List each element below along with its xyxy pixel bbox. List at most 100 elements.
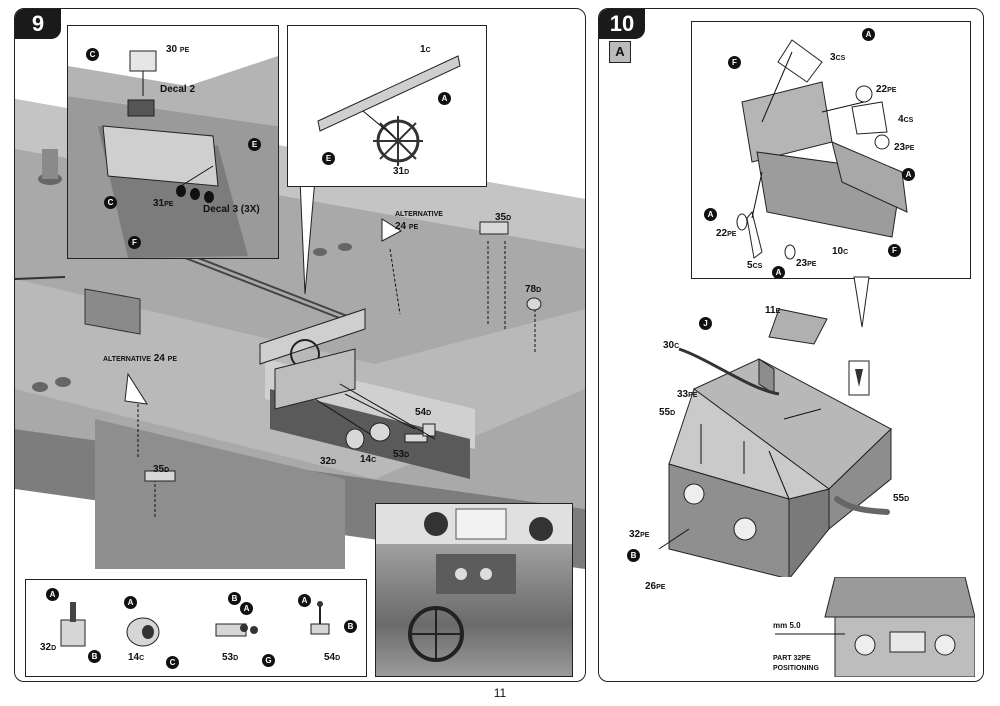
part-55d-left-suffix: D [670, 410, 676, 417]
cabin-main-illustration [658, 276, 892, 581]
step-9-cockpit-inset: 30 PE Decal 2 31PE Decal 3 (3X) C E C F [67, 25, 279, 259]
part-53d-suffix: D [404, 452, 410, 459]
step-9-parts-inset: A B 32D A C 14C B A G 53D A B 54D [25, 579, 367, 677]
part-53d-inset-suffix: D [233, 655, 239, 662]
callout-a: A [902, 168, 915, 181]
part-24pe-left-suffix: PE [167, 356, 177, 363]
callout-f: F [888, 244, 901, 257]
part-30pe-label: 30 [166, 44, 178, 55]
cabin-inset-drawing [736, 39, 908, 260]
cockpit-reference-photo [375, 503, 573, 677]
part-54d-label: 54 [415, 407, 427, 418]
part-23pe-a-suffix: PE [905, 145, 915, 152]
callout-e: E [322, 152, 335, 165]
callout-c-top: C [86, 48, 99, 61]
part-10c-label: 10 [832, 246, 844, 257]
part-31pe-suffix: PE [164, 201, 174, 208]
part-22pe-b-label: 22 [716, 228, 728, 239]
part-78d-label: 78 [525, 284, 537, 295]
measurement-label: mm 5.0 [773, 621, 801, 630]
part-35d-left-suffix: D [164, 467, 170, 474]
part-24pe-left-label: 24 [153, 353, 165, 364]
step-10-cabin-inset: 3CS 22PE 4CS 23PE 22PE 5CS 23PE 10C A F … [691, 21, 971, 279]
callout-b: B [344, 620, 357, 633]
part-32d-inset-label: 32 [40, 642, 52, 653]
step-number-badge: 10 [599, 9, 645, 39]
part-55d-right-label: 55 [893, 493, 905, 504]
step-number-badge: 9 [15, 9, 61, 39]
callout-a: A [46, 588, 59, 601]
page-number: 11 [493, 686, 507, 700]
part-4cs-label: 4 [898, 114, 904, 125]
part-31pe-label: 31 [153, 198, 165, 209]
step-10-panel: 10 A 3CS 22PE 4CS 23PE 22PE 5CS 23PE 1 [598, 8, 984, 682]
part-35d-top-label: 35 [495, 212, 507, 223]
part-5cs-label: 5 [747, 260, 753, 271]
part-78d-suffix: D [536, 287, 542, 294]
part-53d-inset-label: 53 [222, 652, 234, 663]
positioning-caption-suffix: PE [801, 655, 811, 662]
alternative-label-top: Alternative [395, 211, 443, 218]
part-53d-label: 53 [393, 449, 405, 460]
part-32d-label: 32 [320, 456, 332, 467]
part-24pe-top-suffix: PE [408, 224, 419, 231]
part-26pe-suffix: PE [656, 584, 666, 591]
part-54d-suffix: D [426, 410, 432, 417]
decal-2-label: Decal 2 [160, 84, 196, 95]
callout-a: A [124, 596, 137, 609]
callout-a: A [240, 602, 253, 615]
part-54d-inset-suffix: D [335, 655, 341, 662]
wheel-inset-drawing [317, 55, 461, 166]
part-30c-suffix: C [674, 343, 680, 350]
part-11e-label: 11 [765, 305, 776, 316]
part-32d-inset-suffix: D [51, 645, 57, 652]
callout-a: A [298, 594, 311, 607]
callout-b: B [228, 592, 241, 605]
callout-a: A [438, 92, 451, 105]
part-23pe-b-label: 23 [796, 258, 808, 269]
part-24pe-top-label: 24 [395, 221, 407, 232]
part-23pe-b-suffix: PE [807, 261, 817, 268]
positioning-caption-line1: Part 32 [773, 655, 802, 662]
cockpit-inset-drawing [68, 50, 278, 258]
part-32pe-suffix: PE [640, 532, 650, 539]
part-31d-label: 31 [393, 166, 405, 177]
part-31d-suffix: D [404, 169, 410, 176]
part-14c-label: 14 [360, 454, 372, 465]
positioning-drawing [775, 577, 975, 677]
part-35d-top-suffix: D [506, 215, 512, 222]
part-14c-inset-label: 14 [128, 652, 140, 663]
callout-c-bottom: C [104, 196, 117, 209]
callout-a: A [862, 28, 875, 41]
decal-3-label: Decal 3 (3X) [203, 204, 260, 215]
step-9-wheel-inset: 1C 31D A E [287, 25, 487, 187]
part-5cs-suffix: CS [752, 263, 763, 270]
callout-a: A [772, 266, 785, 278]
alternative-label-left: Alternative [103, 356, 151, 363]
part-32pe-label: 32 [629, 529, 641, 540]
part-22pe-a-suffix: PE [887, 87, 897, 94]
part-32d-suffix: D [331, 459, 337, 466]
part-54d-inset-label: 54 [324, 652, 336, 663]
callout-c: C [166, 656, 179, 669]
part-22pe-b-suffix: PE [727, 231, 737, 238]
part-14c-suffix: C [371, 457, 377, 464]
part-33pe-suffix: PE [688, 392, 698, 399]
part-30c-label: 30 [663, 340, 675, 351]
part-11e-suffix: E [775, 308, 781, 315]
part-33pe-label: 33 [677, 389, 689, 400]
part-3cs-suffix: CS [835, 55, 846, 62]
callout-a: A [704, 208, 717, 221]
callout-f: F [128, 236, 141, 249]
part-30pe-suffix: PE [179, 47, 190, 54]
part-4cs-suffix: CS [903, 117, 914, 124]
callout-f: F [728, 56, 741, 69]
part-1c-suffix: C [425, 47, 431, 54]
part-1c-label: 1 [420, 44, 426, 55]
part-14c-inset-suffix: C [139, 655, 145, 662]
step-9-panel: 9 [14, 8, 586, 682]
photo-drawing [376, 504, 572, 662]
part-35d-left-label: 35 [153, 464, 165, 475]
part-22pe-a-label: 22 [876, 84, 888, 95]
parts-inset-drawing [60, 601, 330, 647]
